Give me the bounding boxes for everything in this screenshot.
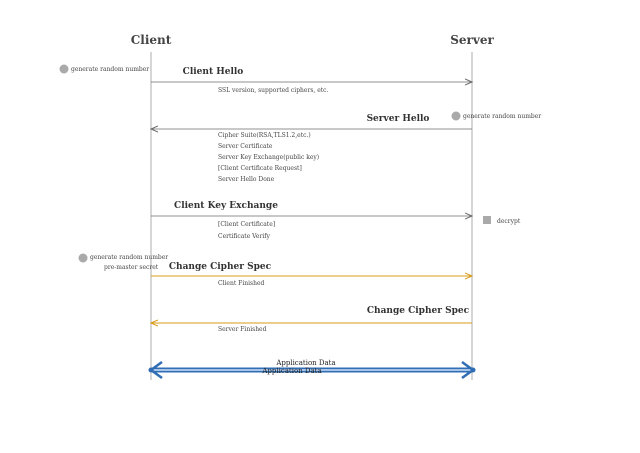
msg-client-key-exchange-detail: [Client Certificate] xyxy=(218,221,275,228)
msg-client-finished-detail: Client Finished xyxy=(218,280,265,287)
msg-client-key-exchange-detail: Certificate Verify xyxy=(218,233,270,240)
application-data-detail: Application Data xyxy=(261,367,321,375)
msg-server-hello-detail: Server Certificate xyxy=(218,143,273,150)
note-dot-icon xyxy=(78,253,88,263)
application-data-label: Application Data xyxy=(275,359,335,367)
msg-client-hello-detail: SSL version, supported ciphers, etc. xyxy=(218,87,329,94)
note-client-random: generate random number xyxy=(71,66,149,73)
note-client-premaster-line1: generate random number xyxy=(90,254,168,261)
msg-client-hello-label: Client Hello xyxy=(183,67,244,77)
note-decrypt: decrypt xyxy=(497,218,521,225)
decrypt-square-icon xyxy=(483,216,491,224)
msg-client-change-cipher-label: Change Cipher Spec xyxy=(169,262,272,272)
client-label: Client xyxy=(131,33,172,47)
msg-client-key-exchange-label: Client Key Exchange xyxy=(174,201,278,211)
msg-server-hello-detail: Server Hello Done xyxy=(218,176,275,183)
msg-server-hello-label: Server Hello xyxy=(367,114,430,124)
msg-server-change-cipher-label: Change Cipher Spec xyxy=(367,306,470,316)
server-label: Server xyxy=(450,33,494,47)
msg-server-hello-detail: [Client Certificate Request] xyxy=(218,165,302,172)
note-dot-icon xyxy=(451,111,461,121)
note-dot-icon xyxy=(59,64,69,74)
note-client-premaster-line2: pre-master secret xyxy=(104,264,159,271)
application-data-arrow xyxy=(148,360,476,380)
msg-server-finished-detail: Server Finished xyxy=(218,326,267,333)
msg-server-hello-detail: Cipher Suite(RSA,TLS1.2,etc.) xyxy=(218,132,311,139)
note-server-random: generate random number xyxy=(463,113,541,120)
msg-server-hello-detail: Server Key Exchange(public key) xyxy=(218,154,319,161)
